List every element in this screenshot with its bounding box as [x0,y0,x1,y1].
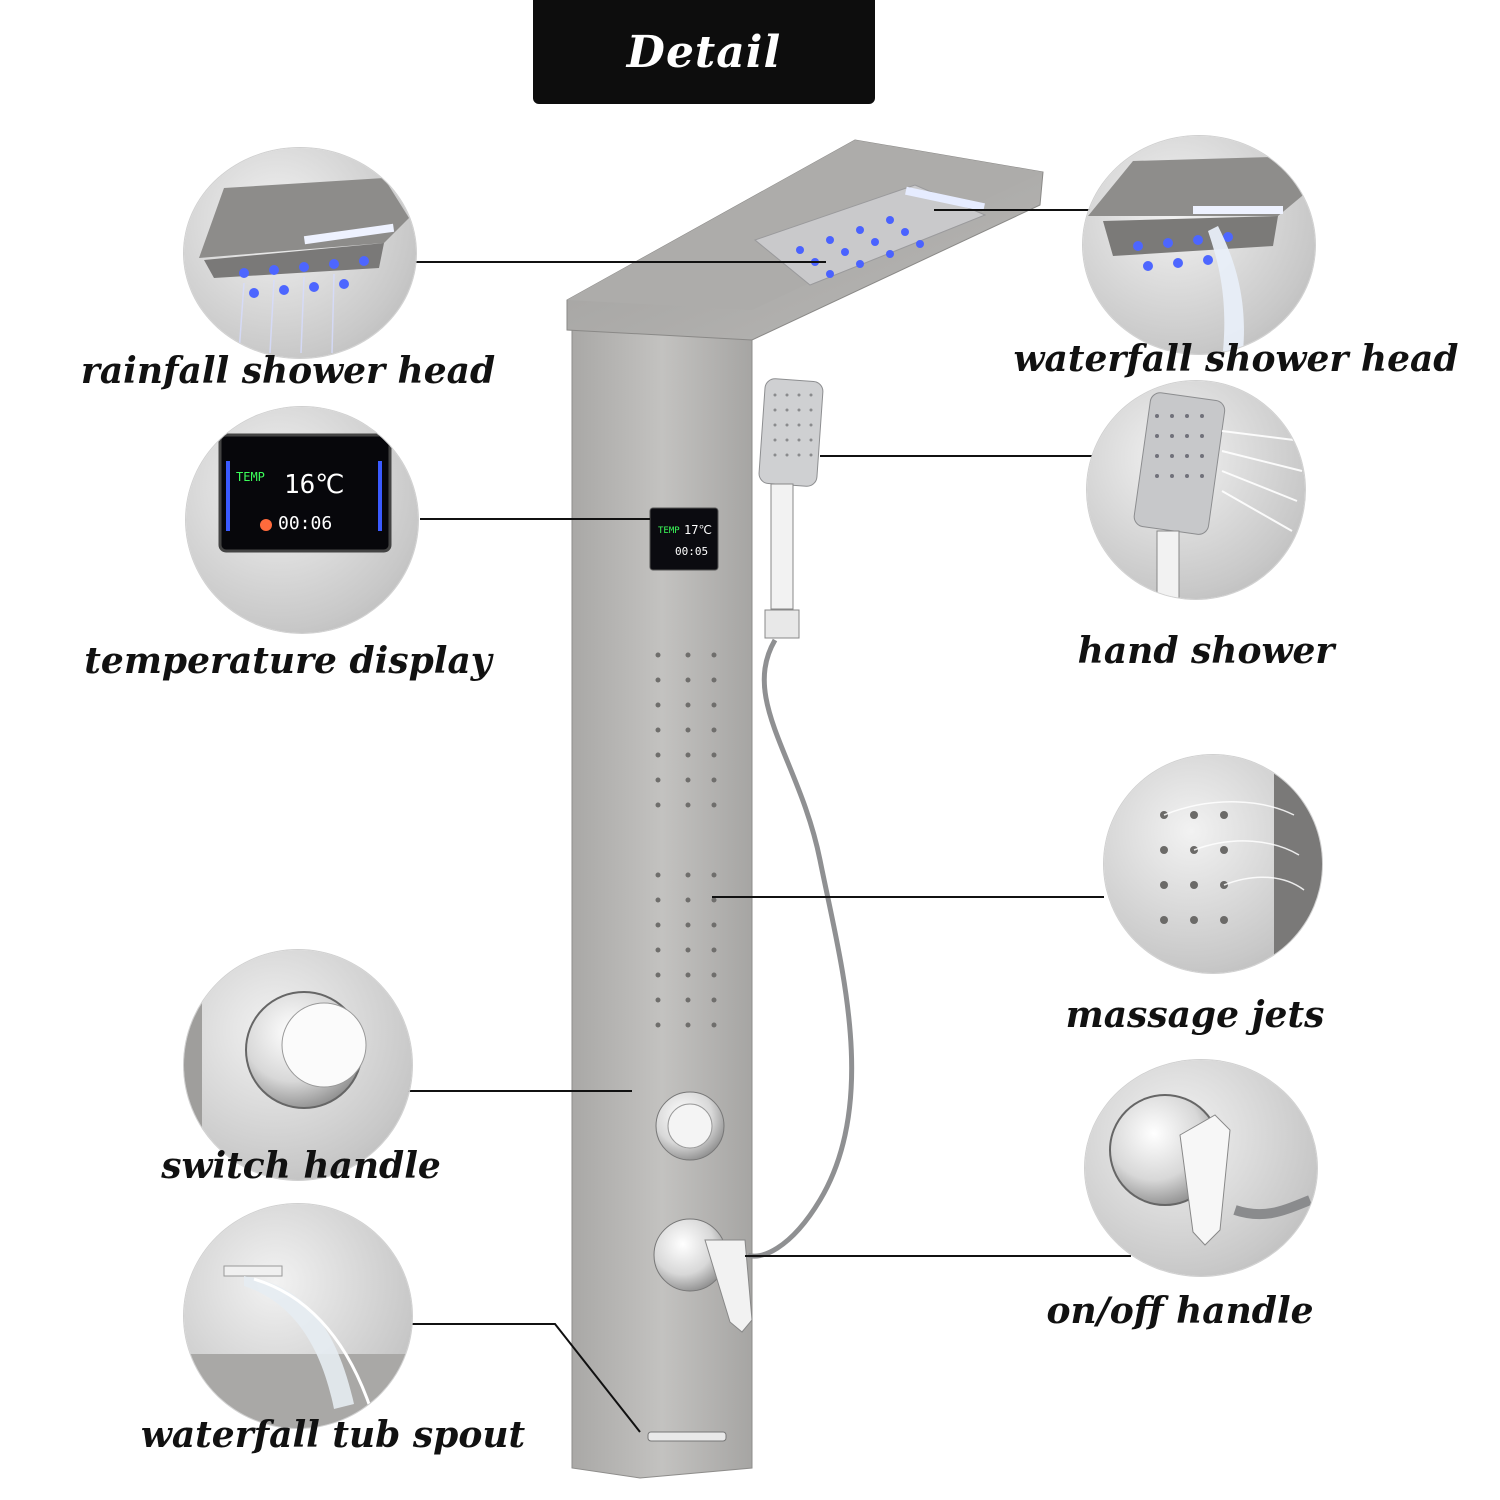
label-rainfall-shower-head: rainfall shower head [80,350,496,392]
waterfall-shower-head-closeup [1083,136,1315,354]
label-waterfall-tub-spout: waterfall tub spout [140,1414,526,1456]
label-massage-jets: massage jets [1065,994,1325,1036]
hand-shower-head [758,378,824,487]
svg-text:17℃: 17℃ [684,523,712,537]
svg-text:TEMP: TEMP [658,526,680,536]
label-hand-shower: hand shower [1077,630,1335,672]
hand-shower-closeup [1087,381,1305,599]
label-onoff-handle: on/off handle [1046,1290,1314,1332]
label-switch-handle: switch handle [161,1145,441,1187]
onoff-handle-closeup [1085,1060,1317,1276]
jet-dots [655,652,717,1028]
title-banner: Detail [533,0,875,104]
svg-text:00:06: 00:06 [278,513,332,534]
panel-temperature-display [649,507,719,571]
temperature-display-closeup: TEMP 16℃ 00:06 [186,407,418,633]
panel-onoff-lever [704,1239,753,1333]
massage-jets-closeup [1104,755,1322,973]
label-waterfall-shower-head: waterfall shower head [1013,338,1459,380]
hand-shower-handle [770,483,794,610]
panel-tub-spout [647,1431,727,1442]
led-nozzles [796,216,924,278]
svg-text:16℃: 16℃ [284,470,345,500]
rainfall-shower-head-closeup [184,148,416,358]
waterfall-tub-spout-closeup [184,1204,412,1428]
svg-text:TEMP: TEMP [236,470,265,484]
shower-hose [747,638,855,1259]
page-title: Detail [626,26,782,78]
svg-text:00:05: 00:05 [675,545,708,558]
label-temperature-display: temperature display [84,640,492,682]
